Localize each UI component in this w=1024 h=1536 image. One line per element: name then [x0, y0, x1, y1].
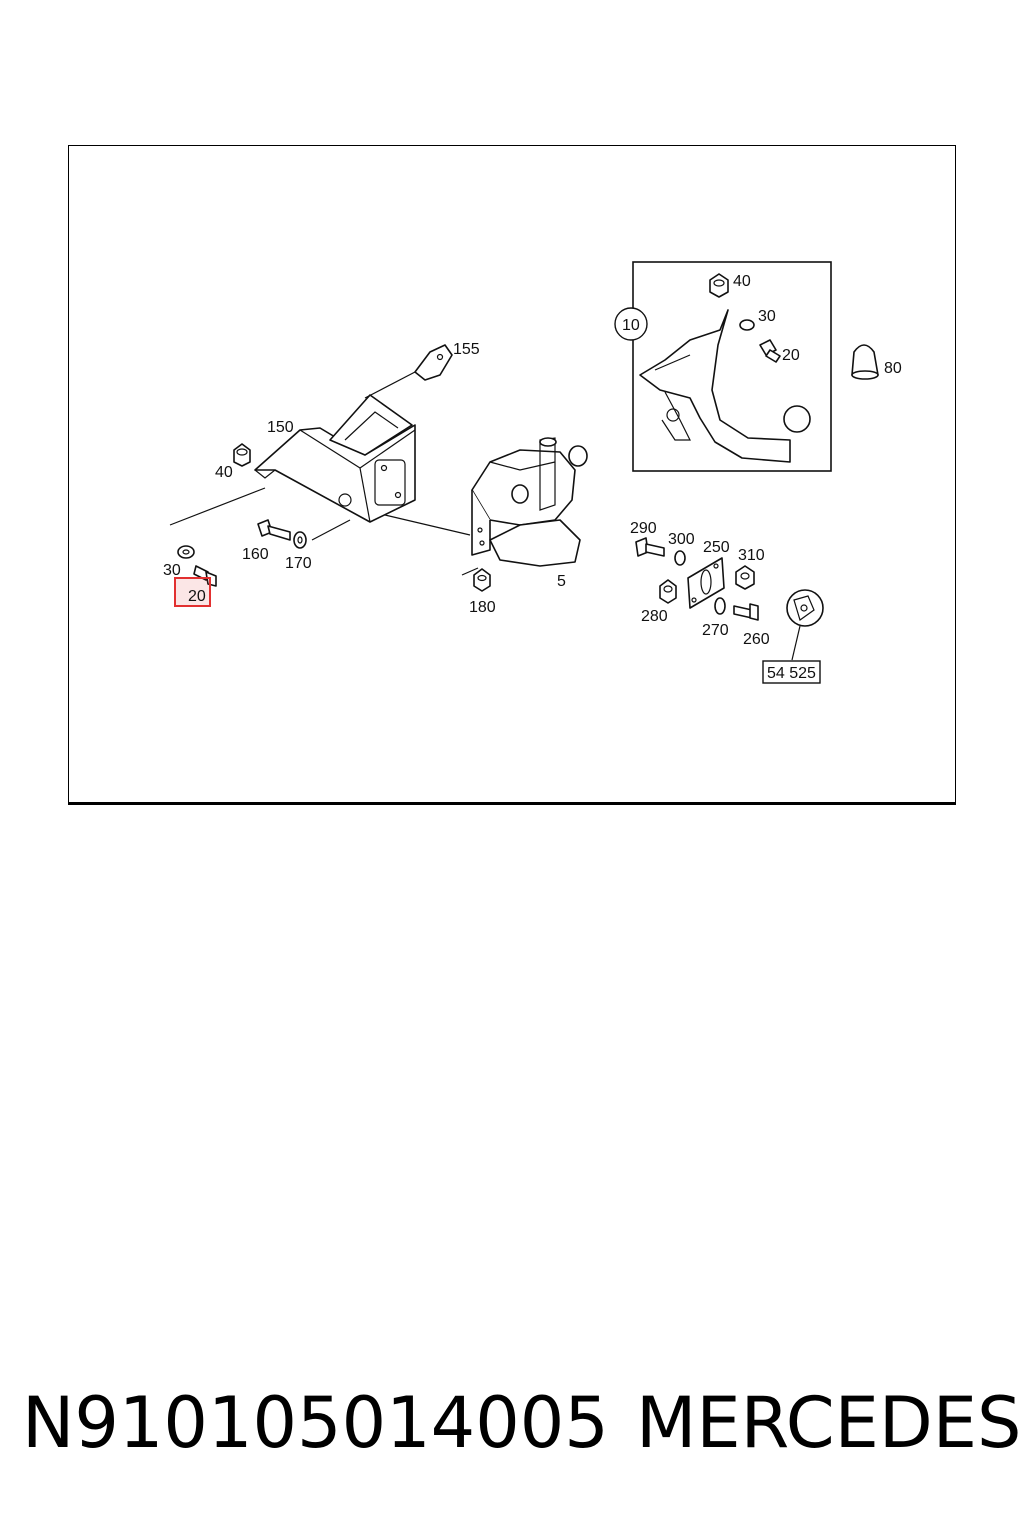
caption: N910105014005 MERCEDES: [22, 1378, 1021, 1468]
bolt-part-290[interactable]: [635, 537, 665, 557]
label-290: 290: [630, 520, 657, 537]
label-170: 170: [285, 555, 312, 572]
nut-part-280[interactable]: [659, 579, 677, 604]
highlight-box: [174, 577, 211, 607]
inset-box: [632, 261, 832, 472]
label-20-highlighted[interactable]: 20: [188, 588, 206, 605]
nut-part-40-inset[interactable]: [709, 273, 729, 298]
leader-54525: [791, 625, 801, 661]
bolt-part-20[interactable]: [193, 565, 217, 587]
brand-name: MERCEDES: [636, 1382, 1022, 1464]
bolt-part-20-inset[interactable]: [759, 339, 781, 363]
washer-part-30-inset[interactable]: [739, 319, 755, 331]
label-40: 40: [215, 464, 233, 481]
washer-hole-170: [297, 536, 303, 544]
leader-180: [461, 567, 479, 576]
label-250: 250: [703, 539, 730, 556]
label-160: 160: [242, 546, 269, 563]
bolt-part-160[interactable]: [257, 519, 291, 541]
label-30: 30: [163, 562, 181, 579]
label-300: 300: [668, 531, 695, 548]
towbar-part-10[interactable]: [639, 309, 811, 463]
leader-155: [364, 371, 416, 399]
label-270: 270: [702, 622, 729, 639]
label-30-inset: 30: [758, 308, 776, 325]
label-10: 10: [622, 317, 640, 334]
part-number: N910105014005: [22, 1382, 609, 1464]
cap-part-80[interactable]: [851, 344, 879, 380]
label-280: 280: [641, 608, 668, 625]
socket-part-54525[interactable]: [786, 589, 824, 627]
nut-part-310[interactable]: [735, 565, 755, 590]
label-180: 180: [469, 599, 496, 616]
label-155: 155: [453, 341, 480, 358]
plate-part-155[interactable]: [414, 344, 453, 381]
plate-hole: [436, 353, 444, 361]
coupling-part-5[interactable]: [471, 437, 588, 567]
nut-part-40[interactable]: [233, 443, 251, 467]
nut-part-180[interactable]: [473, 568, 491, 592]
label-310: 310: [738, 547, 765, 564]
washer-part-30[interactable]: [177, 545, 195, 559]
leader-30-20: [169, 487, 266, 526]
label-20-inset: 20: [782, 347, 800, 364]
leader-170: [311, 519, 351, 541]
socket-plate-part-250[interactable]: [687, 557, 725, 609]
label-260: 260: [743, 631, 770, 648]
screw-part-260[interactable]: [733, 603, 759, 621]
label-150: 150: [267, 419, 294, 436]
label-80: 80: [884, 360, 902, 377]
leader-coupling: [384, 514, 471, 536]
washer-part-270[interactable]: [714, 597, 726, 615]
washer-hole: [182, 549, 190, 555]
assembly-circle-10: [614, 307, 648, 341]
part-number-box: [762, 660, 821, 684]
label-40-inset: 40: [733, 273, 751, 290]
label-54525: 54 525: [767, 665, 816, 682]
washer-part-170[interactable]: [293, 531, 307, 549]
bracket-part-150[interactable]: [254, 394, 416, 523]
label-5: 5: [557, 573, 566, 590]
washer-part-300[interactable]: [674, 550, 686, 566]
